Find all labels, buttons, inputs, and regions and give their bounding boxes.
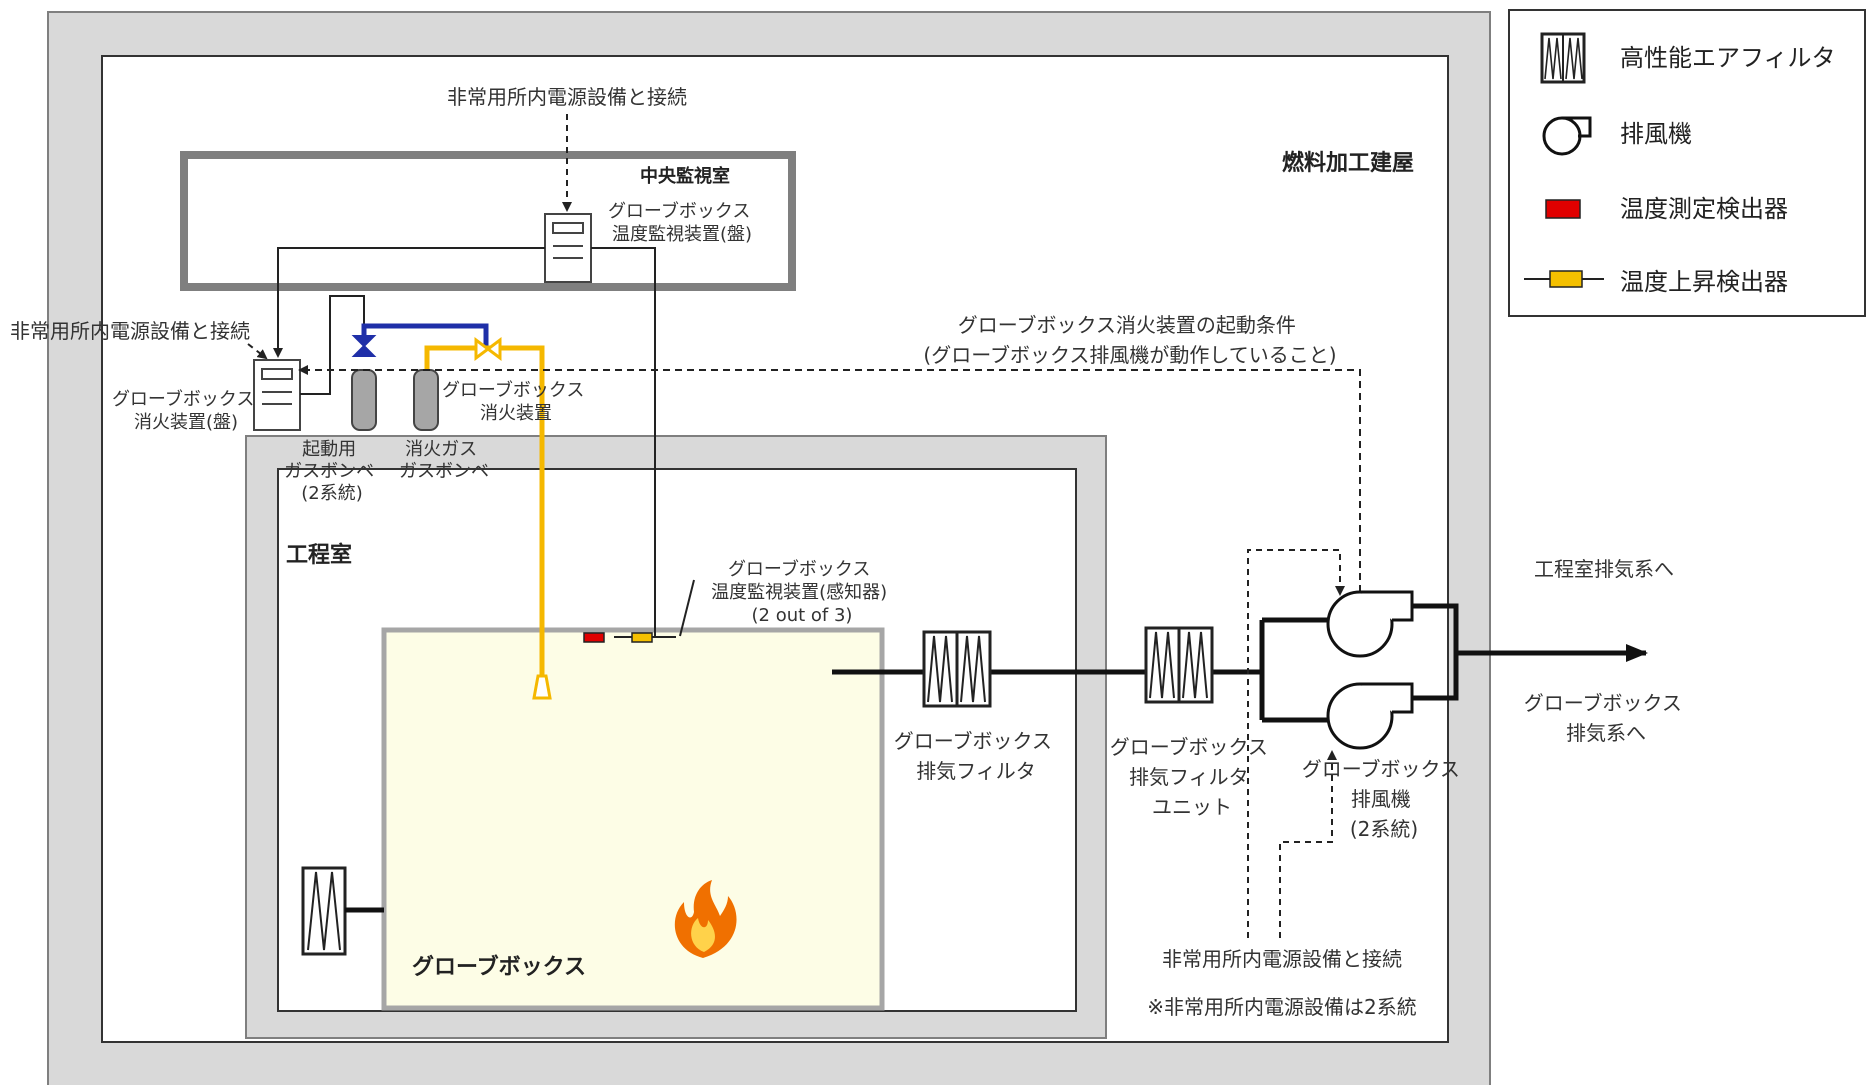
legend-exhaust-fan-label: 排風機	[1620, 120, 1692, 148]
extinguisher-panel-label: グローブボックス 消火装置(盤)	[112, 388, 260, 433]
legend-temp-rise-icon	[1524, 270, 1604, 288]
legend-temp-rise-label: 温度上昇検出器	[1620, 268, 1788, 296]
exhaust-filter-icon	[922, 630, 992, 708]
to-room-exhaust-label: 工程室排気系へ	[1534, 557, 1674, 581]
start-condition-label: グローブボックス消火装置の起動条件 (グローブボックス排風機が動作していること)	[923, 313, 1336, 367]
temp-rise-detector-icon	[631, 632, 653, 643]
monitor-panel-label: グローブボックス 温度監視装置(盤)	[608, 200, 756, 245]
power-top-label: 非常用所内電源設備と接続	[447, 85, 687, 109]
power-note-label: ※非常用所内電源設備は2系統	[1147, 995, 1416, 1019]
startup-gas-line	[361, 323, 489, 348]
glovebox-inlet-filter-icon	[301, 866, 347, 956]
glovebox-label: グローブボックス	[412, 954, 586, 980]
monitor-to-extinguisher-signal	[273, 247, 545, 358]
control-room-box	[180, 151, 796, 291]
power-bottom-label: 非常用所内電源設備と接続	[1162, 947, 1402, 971]
extinguisher-label: グローブボックス 消火装置	[442, 379, 590, 424]
legend-exhaust-fan-icon	[1542, 116, 1592, 156]
legend-hepa-filter-label: 高性能エアフィルタ	[1620, 44, 1836, 72]
start-condition-dashed-line	[298, 365, 1361, 592]
legend-hepa-filter-icon	[1540, 32, 1586, 84]
nozzle-icon	[532, 674, 552, 700]
filter-unit-label: グローブボックス 排気フィルタ ユニット	[1110, 735, 1275, 819]
startup-cylinder-label: 起動用 ガスボンベ (2系統)	[284, 439, 380, 504]
control-room-label: 中央監視室	[640, 165, 730, 187]
sensor-label: グローブボックス 温度監視装置(感知器) (2 out of 3)	[711, 558, 893, 626]
monitor-panel-icon	[544, 213, 592, 283]
monitor-to-sensor-signal	[591, 247, 656, 636]
legend-temp-measure-label: 温度測定検出器	[1620, 195, 1788, 223]
glovebox-box	[381, 627, 885, 1011]
exhaust-fan-label: グローブボックス 排風機 (2系統)	[1302, 757, 1467, 841]
process-room-label: 工程室	[286, 542, 352, 568]
fire-gas-cylinder-icon	[413, 369, 439, 431]
to-gb-exhaust-label: グローブボックス 排気系へ	[1524, 691, 1689, 745]
extinguisher-panel-icon	[253, 359, 301, 431]
building-label: 燃料加工建屋	[1282, 150, 1414, 176]
fire-gas-cylinder-label: 消火ガス ガスボンベ	[399, 439, 489, 482]
startup-cylinder-icon	[351, 369, 377, 431]
power-left-label: 非常用所内電源設備と接続	[10, 319, 250, 343]
legend-temp-measure-icon	[1545, 199, 1581, 219]
exhaust-filter-unit-icon	[1144, 626, 1214, 704]
exhaust-filter-label: グローブボックス 排気フィルタ	[894, 729, 1059, 783]
temp-measure-detector-icon	[583, 632, 605, 643]
fire-icon	[674, 880, 737, 958]
